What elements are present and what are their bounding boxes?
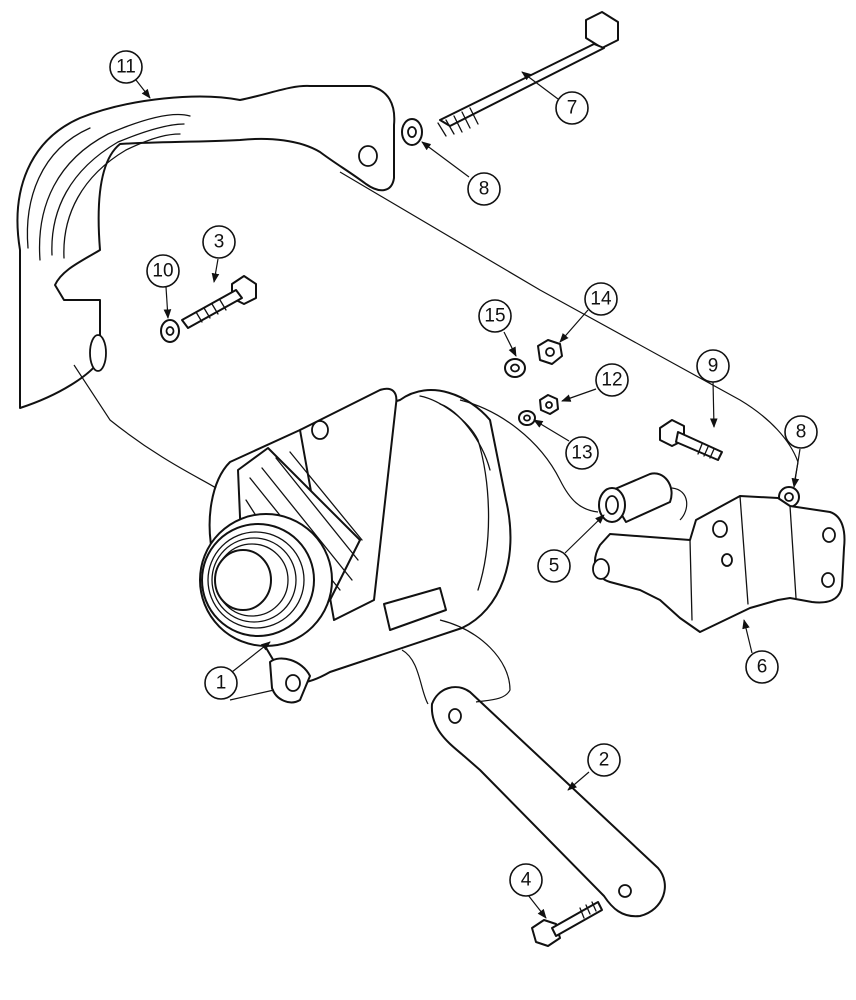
assembly-lines — [73, 171, 799, 705]
upper-mounting-bracket — [16, 84, 396, 409]
callout-label: 8 — [479, 179, 490, 200]
callout-4: 4 — [509, 863, 543, 897]
callout-label: 10 — [152, 261, 173, 282]
lower-bracket-6 — [592, 495, 846, 633]
long-bolt — [437, 11, 619, 137]
callout-label: 12 — [601, 370, 622, 391]
flange-bolt-9 — [659, 419, 723, 461]
flange-bolt-4 — [531, 901, 603, 947]
callout-label: 8 — [796, 422, 807, 443]
washer-13 — [518, 410, 536, 426]
callout-label: 5 — [549, 556, 560, 577]
callout-label: 4 — [521, 870, 532, 891]
callout-leaders — [135, 71, 801, 919]
washer-top — [401, 118, 423, 146]
washer-10 — [160, 319, 180, 343]
adjusting-arm-2 — [430, 686, 666, 918]
alternator-1 — [199, 387, 512, 704]
callout-8-top: 8 — [467, 172, 501, 206]
short-bolt-3 — [181, 275, 257, 329]
callout-label: 2 — [599, 750, 610, 771]
callout-7: 7 — [555, 91, 589, 125]
callout-label: 6 — [757, 657, 768, 678]
callout-6: 6 — [745, 650, 779, 684]
callout-11: 11 — [109, 50, 143, 84]
callout-14: 14 — [584, 282, 618, 316]
callout-8-right: 8 — [784, 415, 818, 449]
callout-9: 9 — [696, 349, 730, 383]
nut-14 — [537, 339, 563, 365]
callout-label: 14 — [590, 289, 612, 310]
callout-2: 2 — [587, 743, 621, 777]
callout-label: 11 — [116, 57, 136, 78]
callout-13: 13 — [565, 436, 599, 470]
spacer-sleeve-5 — [598, 472, 673, 523]
callout-5: 5 — [537, 549, 571, 583]
callout-label: 9 — [708, 356, 719, 377]
callout-label: 15 — [484, 306, 505, 327]
callout-1: 1 — [204, 666, 238, 700]
callout-label: 7 — [567, 98, 578, 119]
callout-3: 3 — [202, 225, 236, 259]
callout-label: 13 — [571, 443, 592, 464]
nut-12 — [539, 394, 559, 415]
callout-12: 12 — [595, 363, 629, 397]
callout-15: 15 — [478, 299, 512, 333]
callout-label: 3 — [214, 232, 225, 253]
lockwasher-15 — [504, 358, 526, 378]
callout-10: 10 — [146, 254, 180, 288]
callout-label: 1 — [216, 673, 227, 694]
